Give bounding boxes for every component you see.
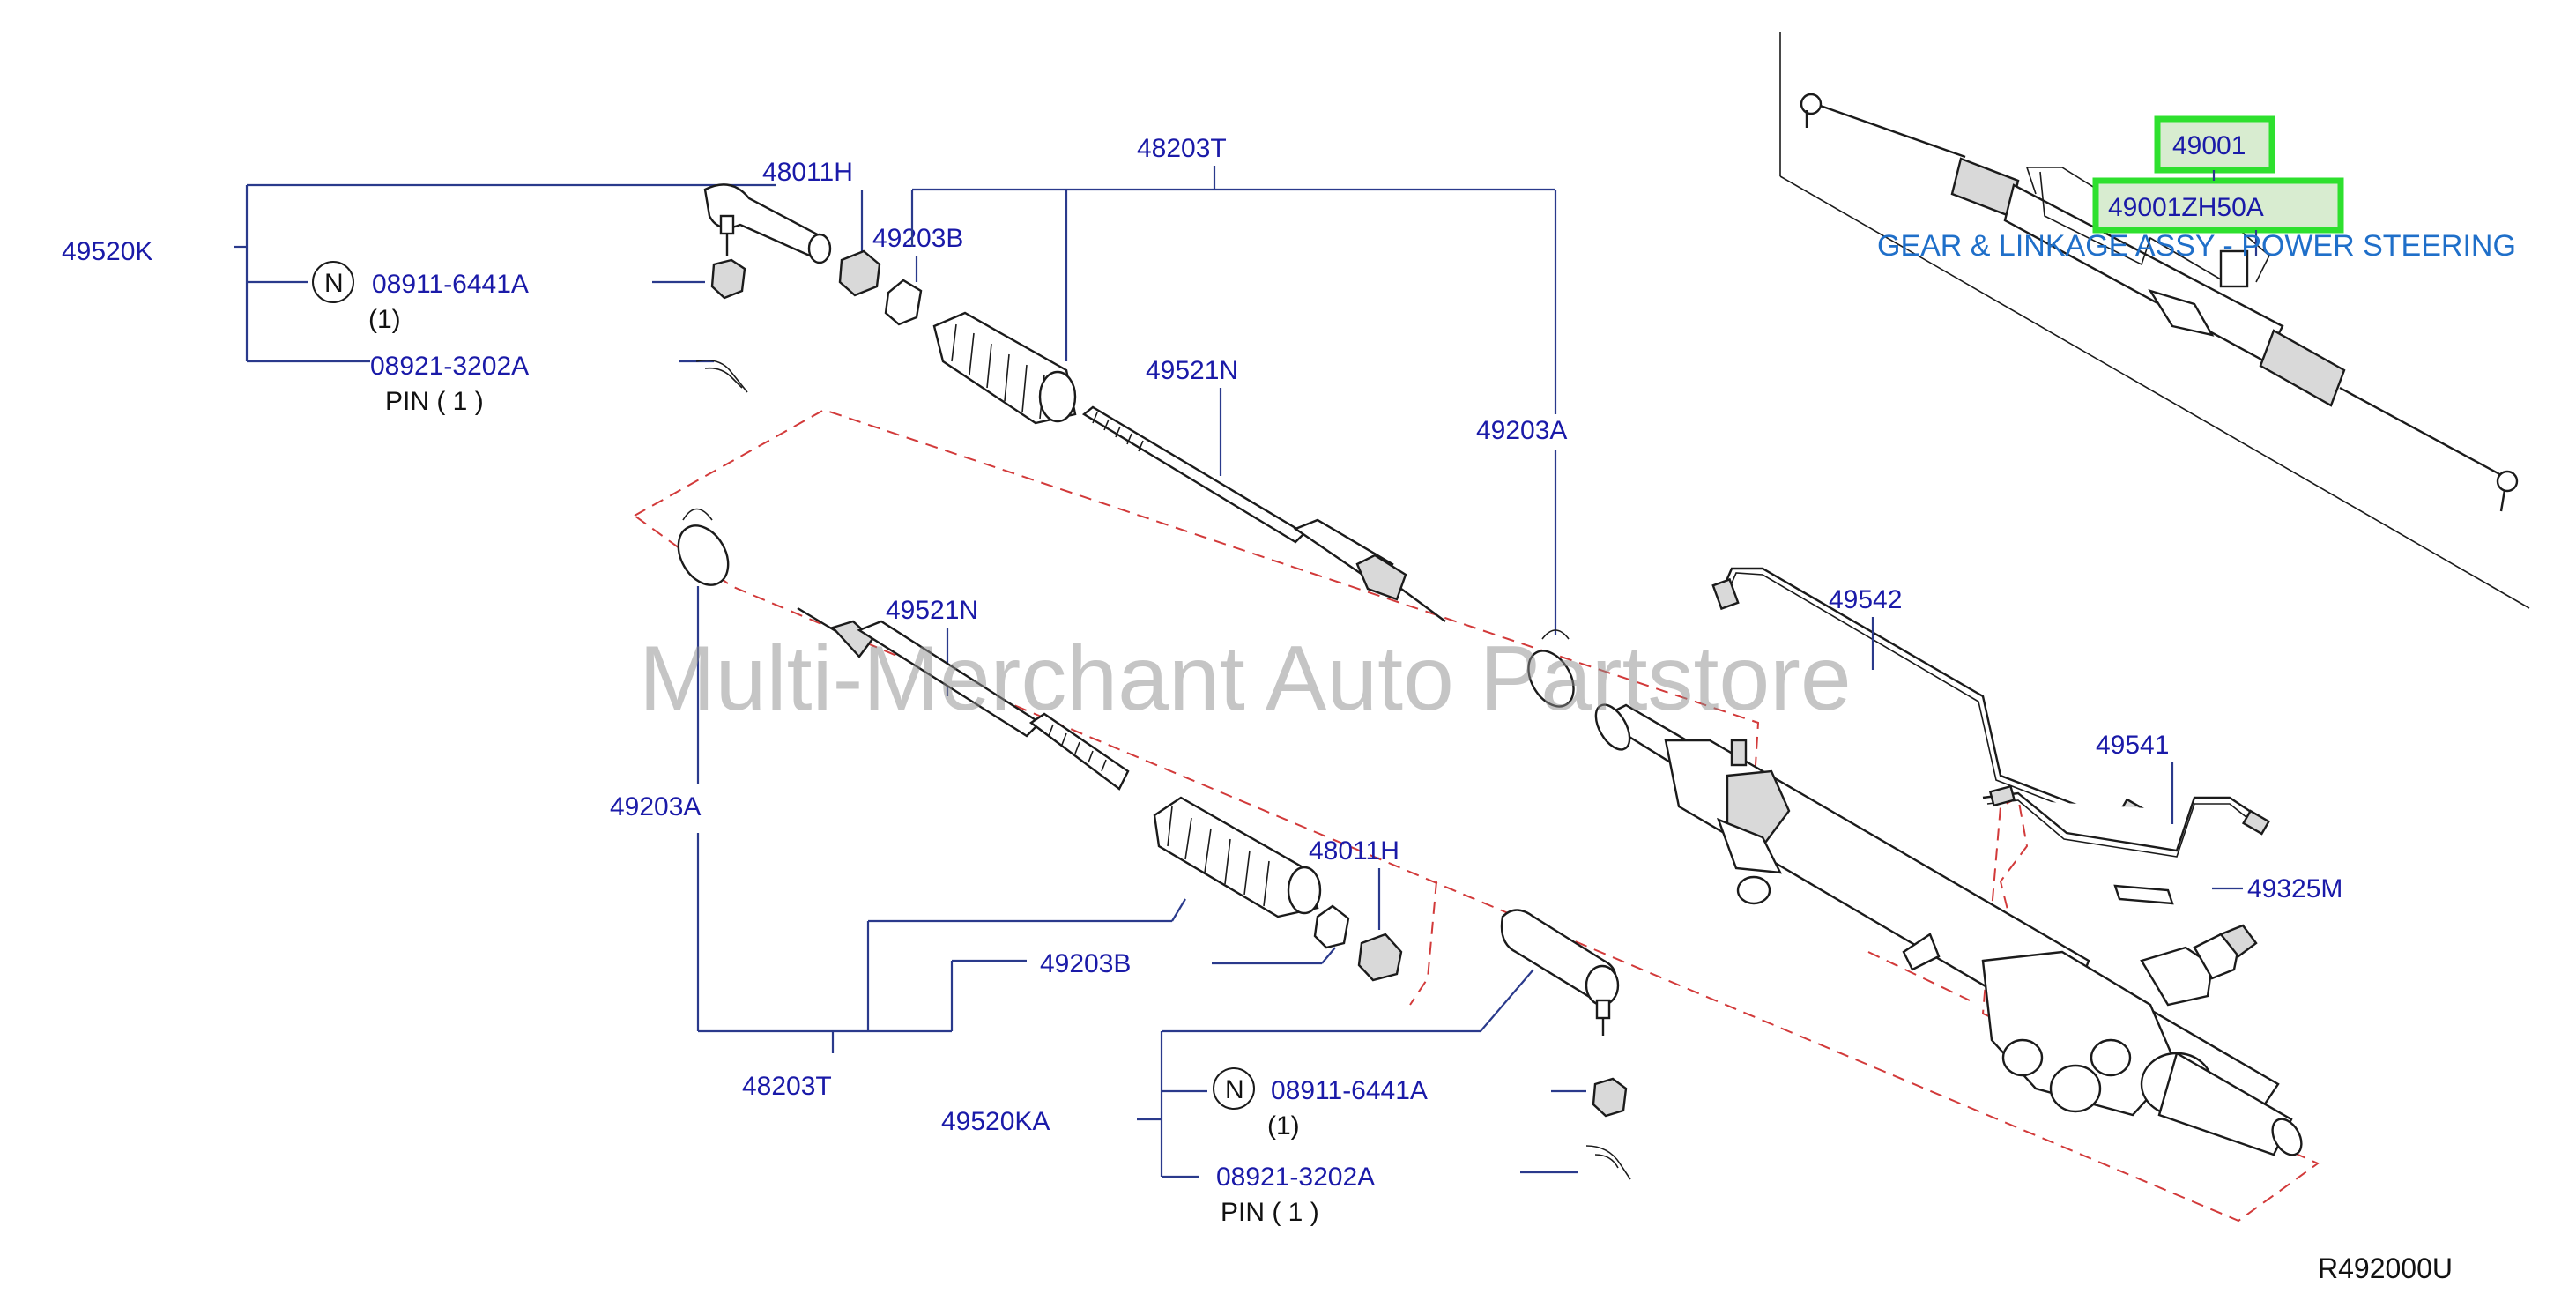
label-tie-rod-end-left[interactable]: 49520KA bbox=[941, 1107, 1050, 1136]
label-nut-right[interactable]: 08911-6441A bbox=[372, 270, 529, 299]
label-lock-nut-lower[interactable]: 48011H bbox=[1309, 836, 1399, 866]
label-socket-shaft-lower[interactable]: 49521N bbox=[886, 596, 978, 625]
clamp-a-upper-drawing bbox=[1527, 629, 1575, 708]
label-tube-low[interactable]: 49541 bbox=[2096, 731, 2169, 760]
label-pin-left-qty: PIN ( 1 ) bbox=[1221, 1198, 1319, 1227]
socket-shaft-lower-drawing bbox=[797, 606, 1130, 791]
label-clamp-b-upper[interactable]: 49203B bbox=[872, 224, 963, 253]
upper-tie-rod-group: 49520K N 08911-6441A (1) 08921-3202A PIN… bbox=[62, 134, 1575, 708]
label-inner-socket-lower[interactable]: 48203T bbox=[742, 1072, 832, 1101]
main-rack-housing-drawing bbox=[1594, 703, 2303, 1156]
nut-symbol-upper bbox=[312, 261, 354, 303]
label-connector[interactable]: 49325M bbox=[2247, 874, 2342, 903]
label-pin-right-qty: PIN ( 1 ) bbox=[385, 387, 484, 416]
label-tube-high[interactable]: 49542 bbox=[1829, 585, 1902, 614]
label-nut-left-qty: (1) bbox=[1267, 1111, 1300, 1141]
label-clamp-a-lower[interactable]: 49203A bbox=[610, 792, 701, 821]
pressure-tubes-drawing bbox=[1711, 567, 2271, 905]
tie-rod-end-right-drawing bbox=[695, 183, 832, 393]
label-socket-shaft-upper[interactable]: 49521N bbox=[1146, 356, 1238, 385]
lock-nut-lower-drawing bbox=[1357, 933, 1403, 982]
lock-nut-upper-drawing bbox=[838, 249, 881, 297]
watermark-text: Multi-Merchant Auto Partstore bbox=[639, 628, 1852, 730]
dashed-group-outline bbox=[633, 408, 2320, 1223]
label-nut-right-qty: (1) bbox=[368, 305, 401, 334]
highlight-box-49001zh50a bbox=[2096, 181, 2341, 230]
label-clamp-a-upper[interactable]: 49203A bbox=[1476, 416, 1567, 445]
nut-symbol-lower bbox=[1213, 1067, 1255, 1110]
label-lock-nut-upper[interactable]: 48011H bbox=[762, 158, 853, 187]
svg-text:N: N bbox=[1225, 1075, 1244, 1104]
label-tie-rod-end-right[interactable]: 49520K bbox=[62, 237, 152, 266]
label-clamp-b-lower[interactable]: 49203B bbox=[1040, 949, 1131, 978]
label-pin-left[interactable]: 08921-3202A bbox=[1216, 1163, 1375, 1192]
svg-text:N: N bbox=[324, 269, 344, 298]
label-pin-right[interactable]: 08921-3202A bbox=[370, 352, 529, 381]
boot-upper-drawing bbox=[932, 311, 1077, 425]
lower-tie-rod-group: 49203A 49521N 48011H 49203B bbox=[610, 508, 1631, 1227]
tie-rod-end-left-drawing bbox=[1500, 909, 1631, 1180]
label-inner-socket-upper[interactable]: 48203T bbox=[1137, 134, 1227, 163]
assembly-overview-inset: 49001 49001ZH50A GEAR & LINKAGE ASSY - P… bbox=[1779, 32, 2530, 609]
highlight-box-49001 bbox=[2157, 119, 2272, 170]
boot-lower-drawing bbox=[1153, 796, 1322, 918]
clamp-b-upper-drawing bbox=[884, 279, 923, 326]
label-nut-left[interactable]: 08911-6441A bbox=[1271, 1076, 1428, 1105]
clamp-a-lower-drawing bbox=[677, 508, 730, 586]
inset-rack-drawing bbox=[1800, 93, 2519, 512]
diagram-reference-code: R492000U bbox=[2318, 1252, 2453, 1284]
clamp-b-lower-drawing bbox=[1313, 904, 1350, 949]
socket-shaft-upper-drawing bbox=[1081, 405, 1446, 622]
label-gear-assy[interactable]: 49001 bbox=[2172, 131, 2246, 160]
label-gear-assy-name: GEAR & LINKAGE ASSY - POWER STEERING bbox=[1877, 229, 2516, 263]
label-gear-assy-partno[interactable]: 49001ZH50A bbox=[2108, 193, 2264, 222]
